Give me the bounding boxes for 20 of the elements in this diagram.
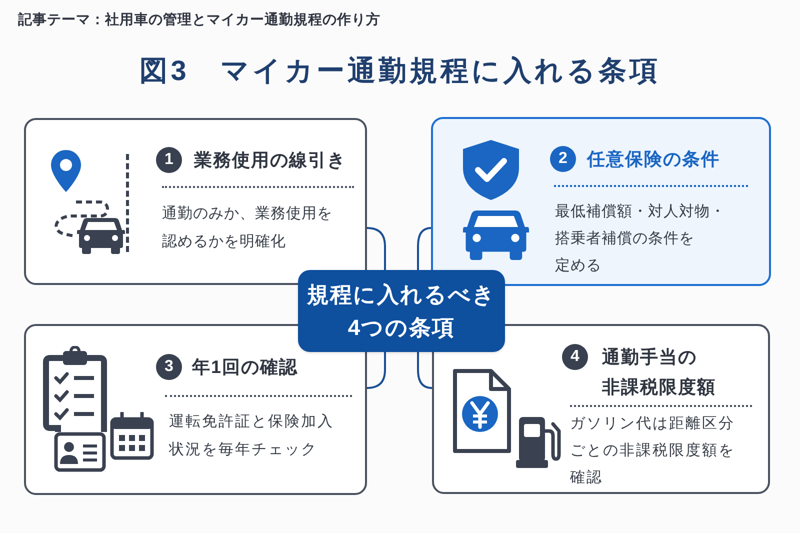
center-topic-text: 規程に入れるべき4つの条項 (306, 281, 496, 342)
figure-title: 図3 マイカー通勤規程に入れる条項 (140, 54, 660, 88)
center-topic-panel (298, 270, 505, 352)
step-number: 2 (550, 146, 576, 172)
card-description: ガソリン代は距離区分ごとの非課税限度額を確認 (570, 414, 736, 488)
connector-line (366, 227, 386, 270)
clause-card (24, 118, 367, 285)
article-theme-note: 記事テーマ：社用車の管理とマイカー通勤規程の作り方 (18, 10, 380, 29)
card-description: 運転免許証と保険加入状況を毎年チェック (169, 412, 335, 460)
connector-line (366, 352, 386, 389)
card-description: 通勤のみか、業務使用を認めるかを明確化 (162, 204, 334, 252)
step-number: 1 (156, 147, 182, 173)
clause-card (431, 117, 771, 286)
step-number: 3 (156, 354, 182, 380)
card-heading: 業務使用の線引き (194, 149, 346, 172)
card-heading: 通勤手当の非課税限度額 (602, 346, 717, 399)
card-heading: 任意保険の条件 (587, 148, 720, 171)
step-number: 4 (562, 344, 588, 370)
card-heading: 年1回の確認 (192, 356, 298, 379)
card-description: 最低補償額・対人対物・搭乗者補償の条件を定める (555, 202, 726, 276)
